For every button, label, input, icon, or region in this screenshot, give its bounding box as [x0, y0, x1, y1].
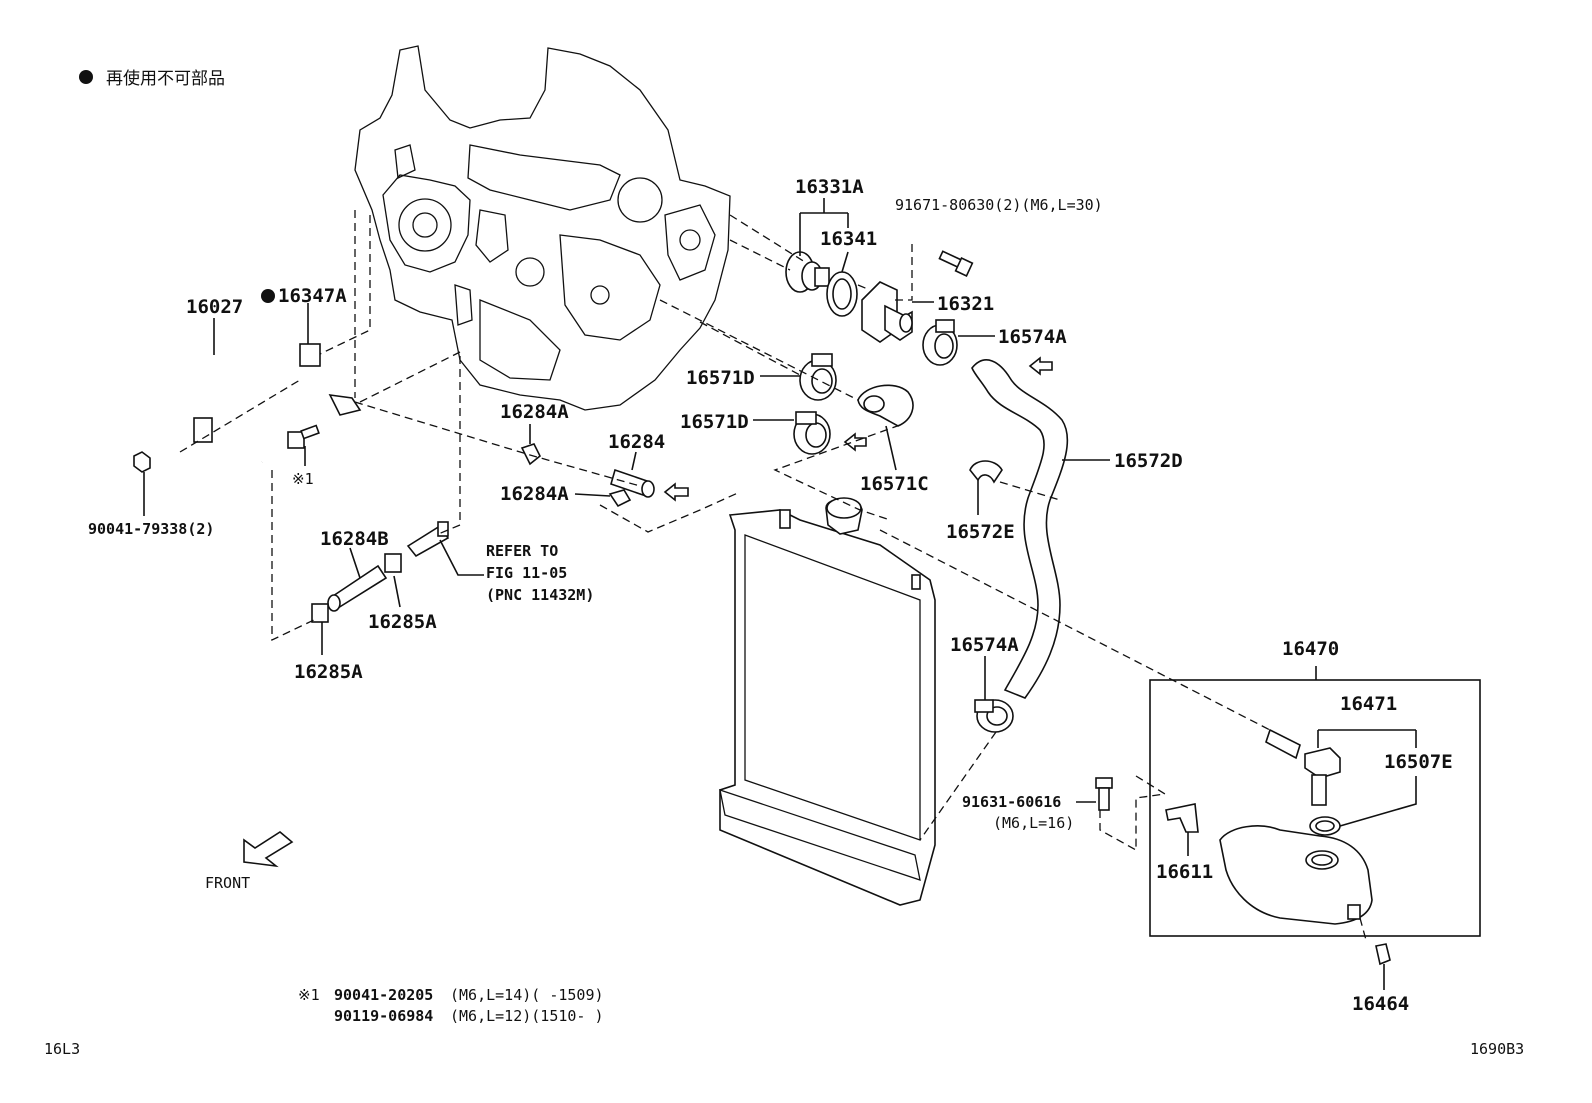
label-90041-79338: 90041-79338(2)	[88, 520, 214, 538]
label-16285A-lower: 16285A	[294, 661, 363, 683]
reservoir-group-box	[1149, 679, 1481, 937]
label-16285A-upper: 16285A	[368, 611, 437, 633]
bolt-91671-80630	[938, 250, 974, 277]
bolt-91631-60616	[1095, 777, 1113, 811]
refer-note-line3: (PNC 11432M)	[486, 586, 594, 604]
label-16471: 16471	[1340, 693, 1397, 715]
engine-block-illustration	[354, 45, 731, 411]
label-16611: 16611	[1156, 861, 1213, 883]
bracket-16611	[1165, 803, 1199, 833]
footnote-line1-spec: (M6,L=14)( -1509)	[450, 986, 604, 1004]
clamp-16284A-upper	[520, 443, 542, 466]
label-note-mark-1: ※1	[292, 470, 314, 488]
reservoir-tank-16470	[1219, 825, 1373, 925]
leader-lines	[143, 198, 1417, 990]
footnote-line1-part: 90041-20205	[334, 986, 433, 1004]
footnote-mark: ※1	[298, 986, 320, 1004]
label-16572D: 16572D	[1114, 450, 1183, 472]
label-91671-80630: 91671-80630(2)(M6,L=30)	[895, 196, 1103, 214]
refer-note-line2: FIG 11-05	[486, 564, 567, 582]
figure-code-right: 1690B3	[1470, 1040, 1524, 1058]
label-16571D-upper: 16571D	[686, 367, 755, 389]
grommet-16464	[1375, 943, 1391, 966]
label-16284: 16284	[608, 431, 665, 453]
legend-text: 再使用不可部品	[106, 68, 225, 89]
label-16331A: 16331A	[795, 176, 864, 198]
gasket-16507E	[1309, 816, 1341, 836]
label-91631-60616: 91631-60616	[962, 793, 1061, 811]
bypass-pipe-16027	[192, 355, 362, 489]
clamp-16285A-lower	[311, 603, 329, 623]
hose-clamp-16571D-upper	[799, 353, 837, 401]
hose-clamp-16574A-upper	[922, 319, 958, 366]
hose-clamp-16574A-lower	[974, 699, 1014, 733]
clamp-16285A-upper	[384, 553, 402, 573]
front-label: FRONT	[205, 874, 250, 892]
label-16571C: 16571C	[860, 473, 929, 495]
label-16574A-upper: 16574A	[998, 326, 1067, 348]
non-reusable-bullet-icon	[79, 70, 93, 84]
non-reusable-bullet-icon	[261, 289, 275, 303]
refer-note-line1: REFER TO	[486, 542, 558, 560]
label-16027: 16027	[186, 296, 243, 318]
label-16470: 16470	[1282, 638, 1339, 660]
label-16284A-lower: 16284A	[500, 483, 569, 505]
clamp-16284A-lower	[608, 489, 632, 508]
label-91631-spec: (M6,L=16)	[993, 814, 1074, 832]
clip-16347A	[299, 343, 321, 367]
label-16341: 16341	[820, 228, 877, 250]
label-16284A-upper: 16284A	[500, 401, 569, 423]
label-16347A: 16347A	[278, 285, 347, 307]
label-16464: 16464	[1352, 993, 1409, 1015]
valve-11432M	[406, 521, 450, 558]
hose-clip-16572E	[969, 460, 1003, 484]
cap-16471	[1265, 728, 1341, 806]
footnote-line2-spec: (M6,L=12)(1510- )	[450, 1007, 604, 1025]
flow-arrow-icon	[663, 356, 1053, 502]
radiator-illustration	[719, 497, 936, 906]
label-16574A-lower: 16574A	[950, 634, 1019, 656]
label-16507E: 16507E	[1384, 751, 1453, 773]
gasket-16341	[826, 271, 858, 317]
assembly-dashed-lines	[179, 210, 1367, 941]
front-direction-arrow-icon	[243, 831, 294, 868]
label-16284B: 16284B	[320, 528, 389, 550]
footnote-line2-part: 90119-06984	[334, 1007, 433, 1025]
label-16321: 16321	[937, 293, 994, 315]
label-16572E: 16572E	[946, 521, 1015, 543]
nut-90041-79338	[133, 451, 151, 473]
label-16571D-lower: 16571D	[680, 411, 749, 433]
hose-clamp-16571D-lower	[793, 411, 831, 455]
thermostat-16331A	[785, 251, 830, 293]
figure-code-left: 16L3	[44, 1040, 80, 1058]
hose-16571C	[857, 384, 914, 427]
water-inlet-housing-16321	[861, 281, 913, 343]
hose-16284B	[327, 564, 388, 612]
bolt-note-1	[287, 424, 320, 449]
